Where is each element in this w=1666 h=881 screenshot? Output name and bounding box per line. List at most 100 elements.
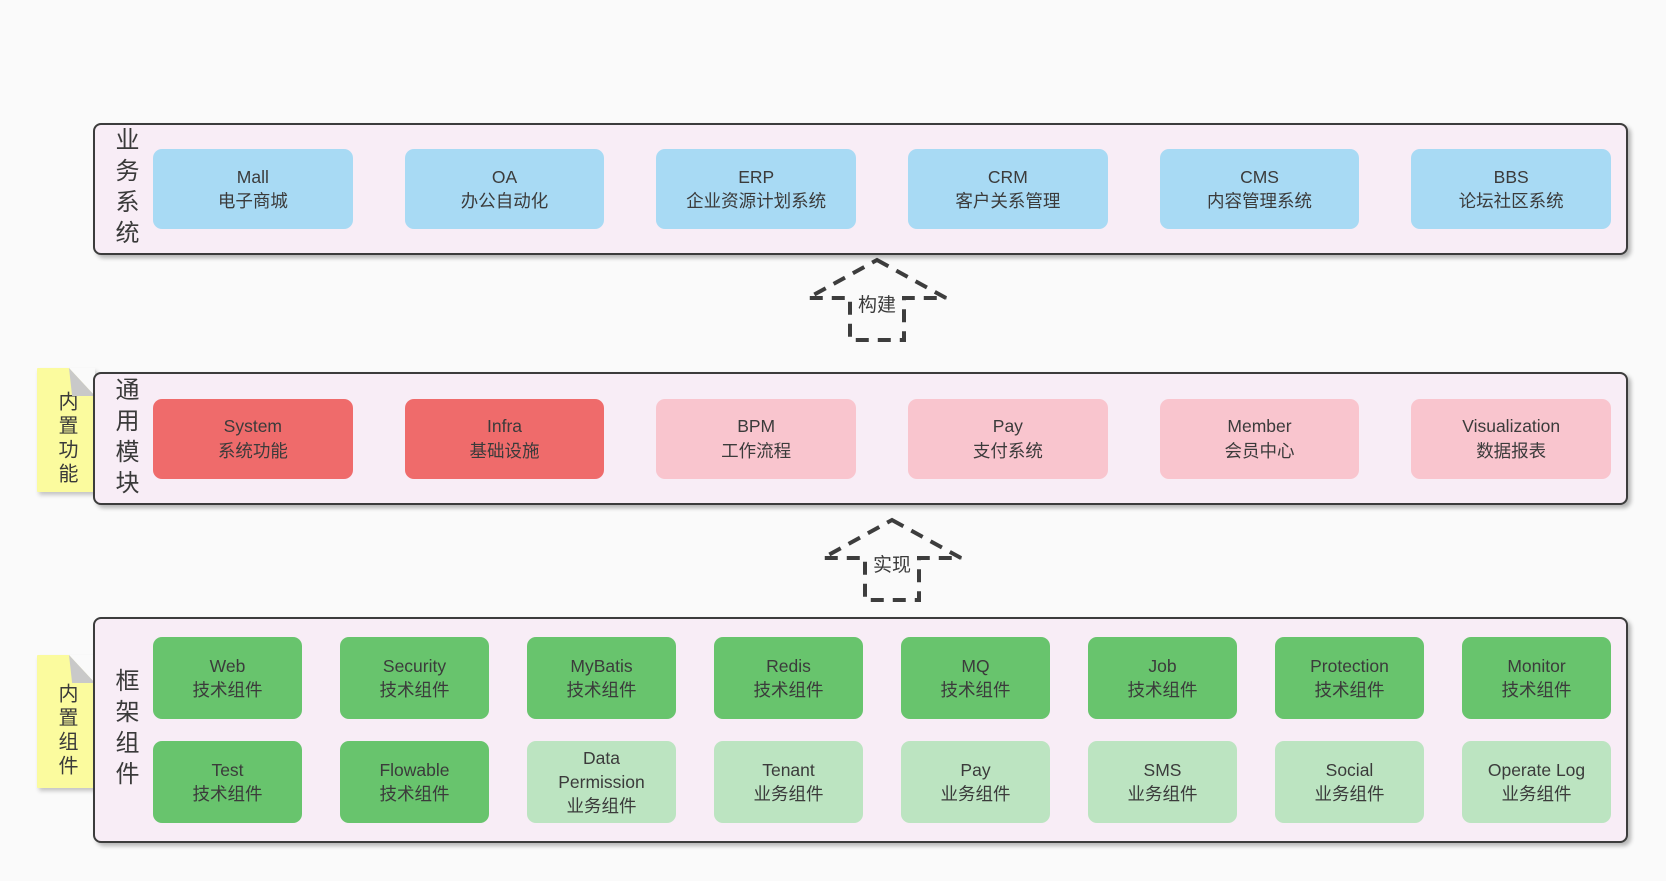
arrow-implement-label: 实现 xyxy=(869,555,915,578)
box-title: Flowable xyxy=(379,759,450,780)
layer-label-wrap: 框架组件 xyxy=(95,619,153,841)
box-title: CRM xyxy=(987,166,1028,187)
box-subtitle: 业务组件 xyxy=(753,784,824,804)
box-bbs: BBS 论坛社区系统 xyxy=(1411,149,1612,229)
note-built-in-components: 内置组件 xyxy=(37,655,95,788)
box-subtitle: 工作流程 xyxy=(721,440,792,461)
box-subtitle: 企业资源计划系统 xyxy=(686,191,827,211)
box-subtitle: 技术组件 xyxy=(753,680,824,700)
box-title: MyBatis xyxy=(570,655,633,676)
box-web: Web 技术组件 xyxy=(153,637,302,719)
box-social: Social 业务组件 xyxy=(1275,741,1424,823)
box-mybatis: MyBatis 技术组件 xyxy=(527,637,676,719)
box-title: BPM xyxy=(737,416,776,437)
note-text: 内置组件 xyxy=(55,682,77,779)
box-title: BBS xyxy=(1493,166,1529,187)
box-monitor: Monitor 技术组件 xyxy=(1462,637,1611,719)
folded-corner-icon xyxy=(69,655,95,683)
layer-framework-components: 框架组件 Web 技术组件 Security 技术组件 MyBatis 技术组件… xyxy=(93,617,1628,843)
box-title: CMS xyxy=(1240,166,1279,187)
box-title: OA xyxy=(491,166,518,187)
box-subtitle: 技术组件 xyxy=(379,784,450,804)
note-text: 内置功能 xyxy=(55,391,77,487)
box-subtitle: 数据报表 xyxy=(1476,440,1547,461)
box-title: Member xyxy=(1227,416,1292,437)
box-visualization: Visualization 数据报表 xyxy=(1411,398,1612,479)
box-title: Monitor xyxy=(1507,655,1566,676)
box-subtitle: 业务组件 xyxy=(940,784,1011,804)
component-row-1: Web 技术组件 Security 技术组件 MyBatis 技术组件 Redi… xyxy=(153,637,1611,719)
box-title: Data Permission xyxy=(558,747,645,792)
box-subtitle: 内容管理系统 xyxy=(1207,191,1313,211)
business-boxes: Mall 电子商城 OA 办公自动化 ERP 企业资源计划系统 CRM 客户关系… xyxy=(153,149,1612,229)
box-title: Pay xyxy=(960,759,991,780)
box-data-permission: Data Permission 业务组件 xyxy=(527,741,676,823)
box-operate-log: Operate Log 业务组件 xyxy=(1462,741,1611,823)
box-cms: CMS 内容管理系统 xyxy=(1159,149,1360,229)
box-title: Visualization xyxy=(1462,416,1561,437)
box-subtitle: 技术组件 xyxy=(379,680,450,700)
box-subtitle: 技术组件 xyxy=(940,680,1011,700)
layer-label-wrap: 通用模块 xyxy=(95,374,153,503)
box-title: Social xyxy=(1325,759,1374,780)
box-subtitle: 基础设施 xyxy=(469,440,540,461)
layer-business-systems: 业务系统 Mall 电子商城 OA 办公自动化 ERP 企业资源计划系统 CRM… xyxy=(93,123,1628,255)
up-arrow-icon xyxy=(807,257,947,342)
box-title: SMS xyxy=(1143,759,1182,780)
box-title: Tenant xyxy=(762,759,815,780)
box-bpm: BPM 工作流程 xyxy=(656,398,857,479)
arrow-build: 构建 xyxy=(805,257,949,343)
box-title: Job xyxy=(1148,655,1177,676)
box-member: Member 会员中心 xyxy=(1159,398,1360,479)
box-title: Redis xyxy=(766,655,811,676)
box-subtitle: 技术组件 xyxy=(1501,680,1572,700)
box-title: ERP xyxy=(738,166,775,187)
box-protection: Protection 技术组件 xyxy=(1275,637,1424,719)
box-pay-component: Pay 业务组件 xyxy=(901,741,1050,823)
box-subtitle: 系统功能 xyxy=(217,440,288,461)
layer-common-modules: 通用模块 System 系统功能 Infra 基础设施 BPM 工作流程 Pay… xyxy=(93,372,1628,505)
box-subtitle: 技术组件 xyxy=(192,784,263,804)
box-subtitle: 支付系统 xyxy=(972,440,1043,461)
box-title: Mall xyxy=(236,166,269,187)
box-subtitle: 业务组件 xyxy=(566,796,637,817)
box-title: Security xyxy=(382,655,447,676)
component-rows: Web 技术组件 Security 技术组件 MyBatis 技术组件 Redi… xyxy=(153,637,1611,823)
box-redis: Redis 技术组件 xyxy=(714,637,863,719)
box-sms: SMS 业务组件 xyxy=(1088,741,1237,823)
box-mall: Mall 电子商城 xyxy=(153,149,353,229)
box-flowable: Flowable 技术组件 xyxy=(340,741,489,823)
box-subtitle: 技术组件 xyxy=(1127,680,1198,700)
box-title: Operate Log xyxy=(1487,759,1586,780)
layer-modules-label: 通用模块 xyxy=(111,376,138,501)
module-boxes: System 系统功能 Infra 基础设施 BPM 工作流程 Pay 支付系统… xyxy=(153,398,1612,479)
layer-label-wrap: 业务系统 xyxy=(95,125,153,253)
box-subtitle: 技术组件 xyxy=(1314,680,1385,700)
box-subtitle: 论坛社区系统 xyxy=(1458,191,1564,211)
box-title: System xyxy=(223,416,283,437)
up-arrow-icon xyxy=(822,517,962,602)
box-subtitle: 技术组件 xyxy=(192,680,263,700)
box-test: Test 技术组件 xyxy=(153,741,302,823)
box-job: Job 技术组件 xyxy=(1088,637,1237,719)
box-security: Security 技术组件 xyxy=(340,637,489,719)
box-subtitle: 业务组件 xyxy=(1127,784,1198,804)
arrow-implement: 实现 xyxy=(820,517,964,603)
arrow-build-label: 构建 xyxy=(854,295,900,318)
box-subtitle: 技术组件 xyxy=(566,680,637,700)
box-mq: MQ 技术组件 xyxy=(901,637,1050,719)
box-pay-system: Pay 支付系统 xyxy=(908,398,1108,479)
box-system: System 系统功能 xyxy=(153,398,353,479)
box-title: Test xyxy=(211,759,244,780)
box-title: Pay xyxy=(992,416,1023,437)
note-built-in-functions: 内置功能 xyxy=(37,368,95,492)
layer-components-label: 框架组件 xyxy=(111,668,138,792)
box-subtitle: 客户关系管理 xyxy=(955,191,1061,211)
box-infra: Infra 基础设施 xyxy=(404,398,605,479)
box-subtitle: 电子商城 xyxy=(217,191,288,211)
layer-business-label: 业务系统 xyxy=(111,127,138,251)
box-subtitle: 会员中心 xyxy=(1224,440,1295,461)
box-erp: ERP 企业资源计划系统 xyxy=(656,149,857,229)
box-subtitle: 业务组件 xyxy=(1501,784,1572,804)
box-title: Protection xyxy=(1310,655,1389,676)
